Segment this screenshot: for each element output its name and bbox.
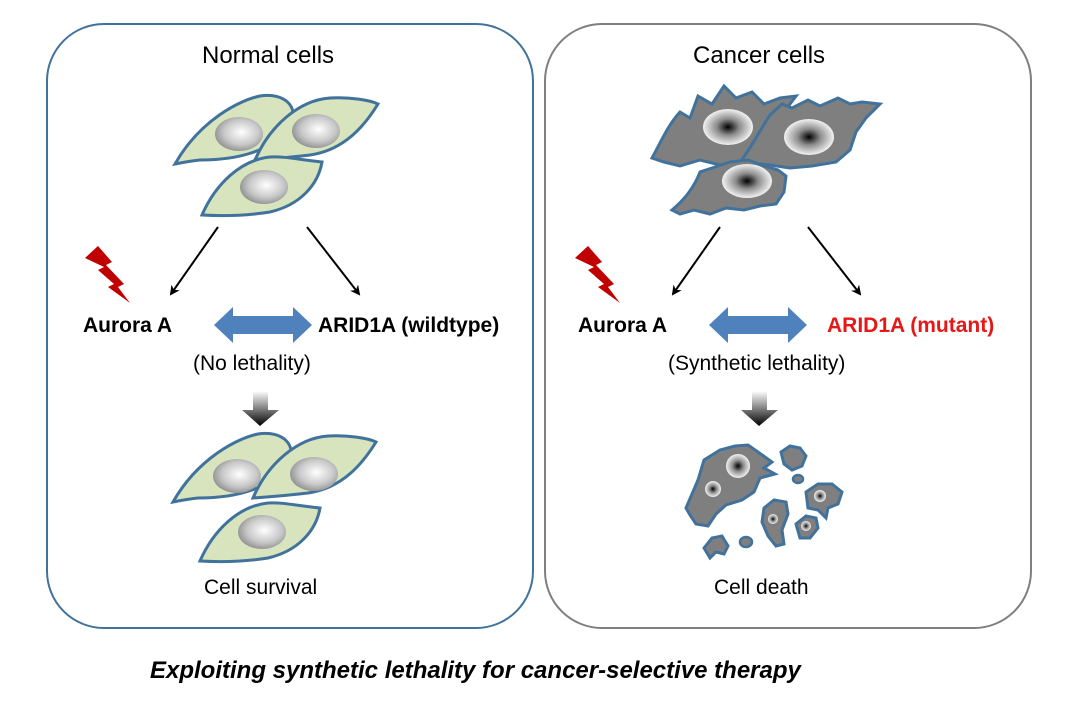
cancer-cells-panel (544, 23, 1032, 629)
aurora-a-label: Aurora A (83, 314, 173, 337)
normal-cells-panel (46, 23, 534, 629)
nucleus (290, 457, 338, 491)
arrow-to-aurora-a (169, 226, 219, 296)
cancer-cell (669, 158, 788, 216)
nucleus (784, 119, 834, 155)
nucleus (801, 521, 811, 531)
nucleus (722, 164, 772, 198)
down-arrow-icon (242, 391, 279, 426)
normal-panel-title: Normal cells (202, 42, 335, 69)
nucleus (238, 515, 286, 549)
down-arrow-icon (741, 391, 778, 426)
normal-cell-cluster-top (172, 93, 381, 218)
nucleus (814, 490, 826, 502)
lightning-icon (85, 246, 130, 303)
normal-cell (250, 434, 379, 500)
cancer-cell (737, 96, 884, 170)
arrow-to-aurora-a (671, 226, 721, 296)
double-arrow-icon (709, 307, 807, 343)
nucleus (213, 459, 261, 493)
arrow-to-arid1a (807, 226, 862, 296)
no-lethality-note: (No lethality) (193, 352, 311, 375)
double-arrow-icon (214, 307, 312, 343)
cancer-cell-cluster-top (649, 83, 884, 216)
nucleus (703, 109, 753, 145)
nucleus (726, 454, 750, 478)
cell-death-label: Cell death (714, 576, 809, 599)
dead-cell-fragments (684, 443, 844, 561)
nucleus (215, 117, 263, 151)
normal-cell-cluster-bottom (170, 431, 379, 564)
cancer-panel-title: Cancer cells (693, 42, 826, 69)
nucleus (705, 481, 721, 497)
lightning-icon (575, 246, 620, 303)
aurora-a-label: Aurora A (578, 314, 668, 337)
arrow-to-arid1a (306, 226, 361, 296)
cell-survival-label: Cell survival (204, 576, 318, 599)
normal-cell (197, 501, 322, 564)
nucleus (292, 114, 340, 148)
figure-caption: Exploiting synthetic lethality for cance… (150, 657, 801, 684)
nucleus (768, 514, 778, 524)
nucleus (240, 170, 288, 204)
arid1a-mutant-label: ARID1A (mutant) (827, 314, 995, 337)
synthetic-lethality-note: (Synthetic lethality) (668, 352, 846, 375)
arid1a-wildtype-label: ARID1A (wildtype) (318, 314, 500, 337)
normal-cell (252, 96, 381, 162)
normal-cell (199, 155, 324, 218)
